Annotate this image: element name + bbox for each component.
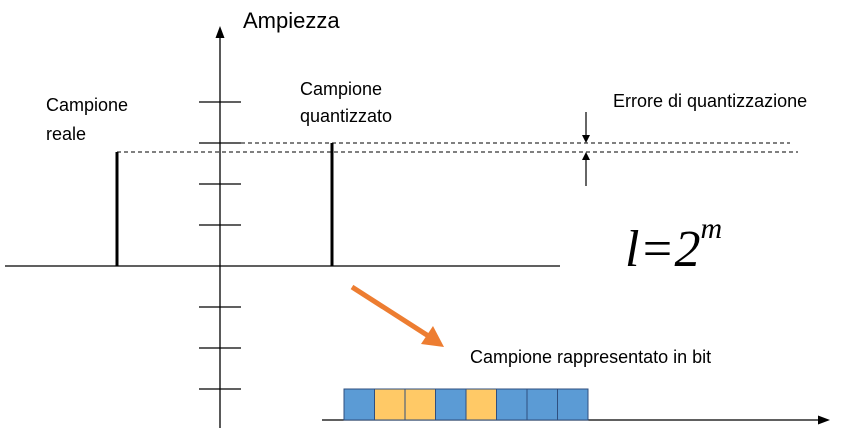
bit-cell <box>374 388 406 421</box>
bit-axis-arrowhead <box>818 415 830 425</box>
quantization-level-ticks <box>199 101 241 390</box>
conversion-arrowhead <box>421 326 444 347</box>
bit-cell <box>404 388 436 421</box>
real-sample-label: Campione reale <box>46 95 129 144</box>
axis-title: Ampiezza <box>243 8 340 33</box>
bit-cells <box>343 388 589 421</box>
bit-cell <box>435 388 467 421</box>
bit-cell <box>557 388 589 421</box>
quantized-sample-label: Campione quantizzato <box>300 79 393 126</box>
bit-cell <box>343 388 375 421</box>
bit-cell <box>526 388 558 421</box>
quantization-error-label: Errore di quantizzazione <box>613 91 808 111</box>
bit-representation-label: Campione rappresentato in bit <box>470 347 712 367</box>
formula-exponent: m <box>700 212 723 245</box>
conversion-arrow <box>350 284 432 340</box>
bit-cell <box>465 388 497 421</box>
amplitude-axis-arrowhead <box>215 26 225 38</box>
levels-formula: l=2m <box>625 214 722 279</box>
bit-cell <box>496 388 528 421</box>
formula-base: l=2 <box>625 221 701 278</box>
quantization-error-marker <box>582 112 590 186</box>
